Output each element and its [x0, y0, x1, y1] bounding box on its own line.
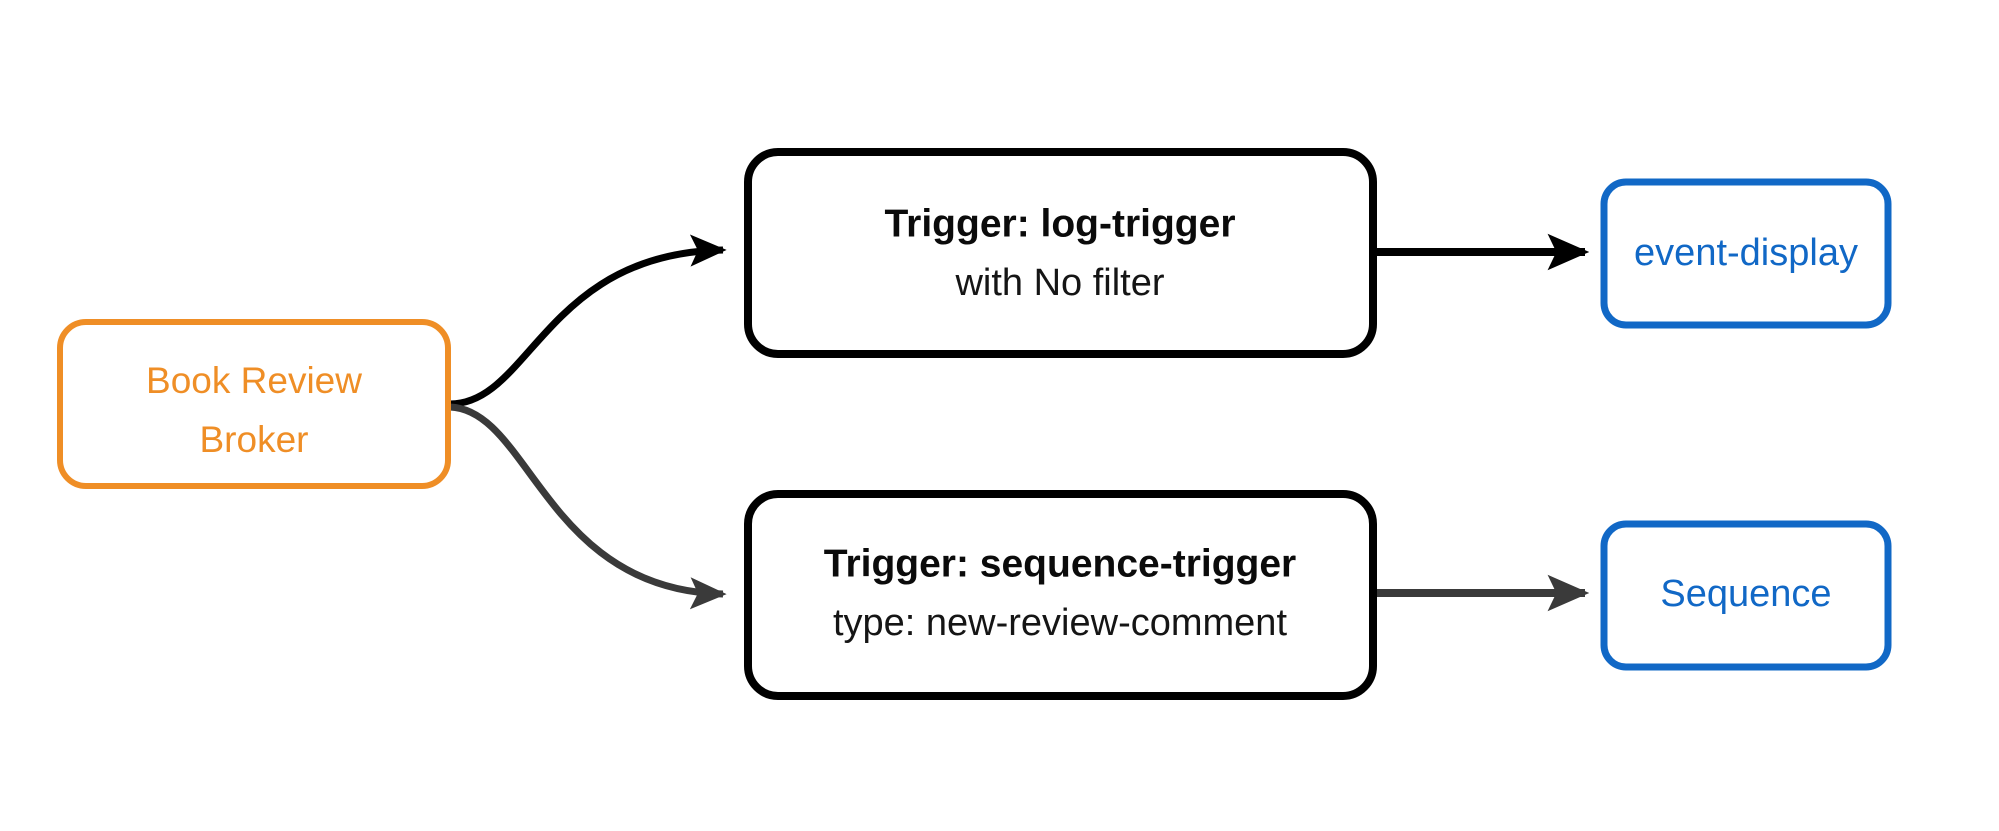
sequence-trigger-title: Trigger: sequence-trigger	[824, 542, 1296, 585]
sequence-trigger-box[interactable]	[744, 490, 1377, 700]
edge-layer	[449, 233, 1590, 612]
edge-broker-to-sequence-trigger	[449, 403, 727, 610]
node-sequence-trigger[interactable]: Trigger: sequence-trigger type: new-revi…	[744, 490, 1377, 700]
book-review-broker-box[interactable]	[57, 319, 451, 489]
node-book-review-broker[interactable]: Book Review Broker	[57, 319, 451, 489]
node-log-trigger[interactable]: Trigger: log-trigger with No filter	[744, 148, 1377, 358]
sequence-box[interactable]	[1600, 520, 1892, 671]
node-sequence[interactable]: Sequence	[1600, 520, 1892, 671]
book-review-broker-label-line1: Book Review	[146, 360, 362, 401]
event-display-label: event-display	[1634, 232, 1858, 274]
sequence-trigger-subtitle: type: new-review-comment	[833, 602, 1287, 644]
log-trigger-title: Trigger: log-trigger	[885, 202, 1236, 245]
edge-broker-to-log-trigger	[449, 234, 727, 408]
sequence-label: Sequence	[1660, 573, 1831, 615]
event-display-box[interactable]	[1600, 178, 1892, 329]
node-event-display[interactable]: event-display	[1600, 178, 1892, 329]
book-review-broker-label-line2: Broker	[200, 419, 309, 460]
log-trigger-box[interactable]	[744, 148, 1377, 358]
log-trigger-subtitle: with No filter	[954, 262, 1164, 304]
